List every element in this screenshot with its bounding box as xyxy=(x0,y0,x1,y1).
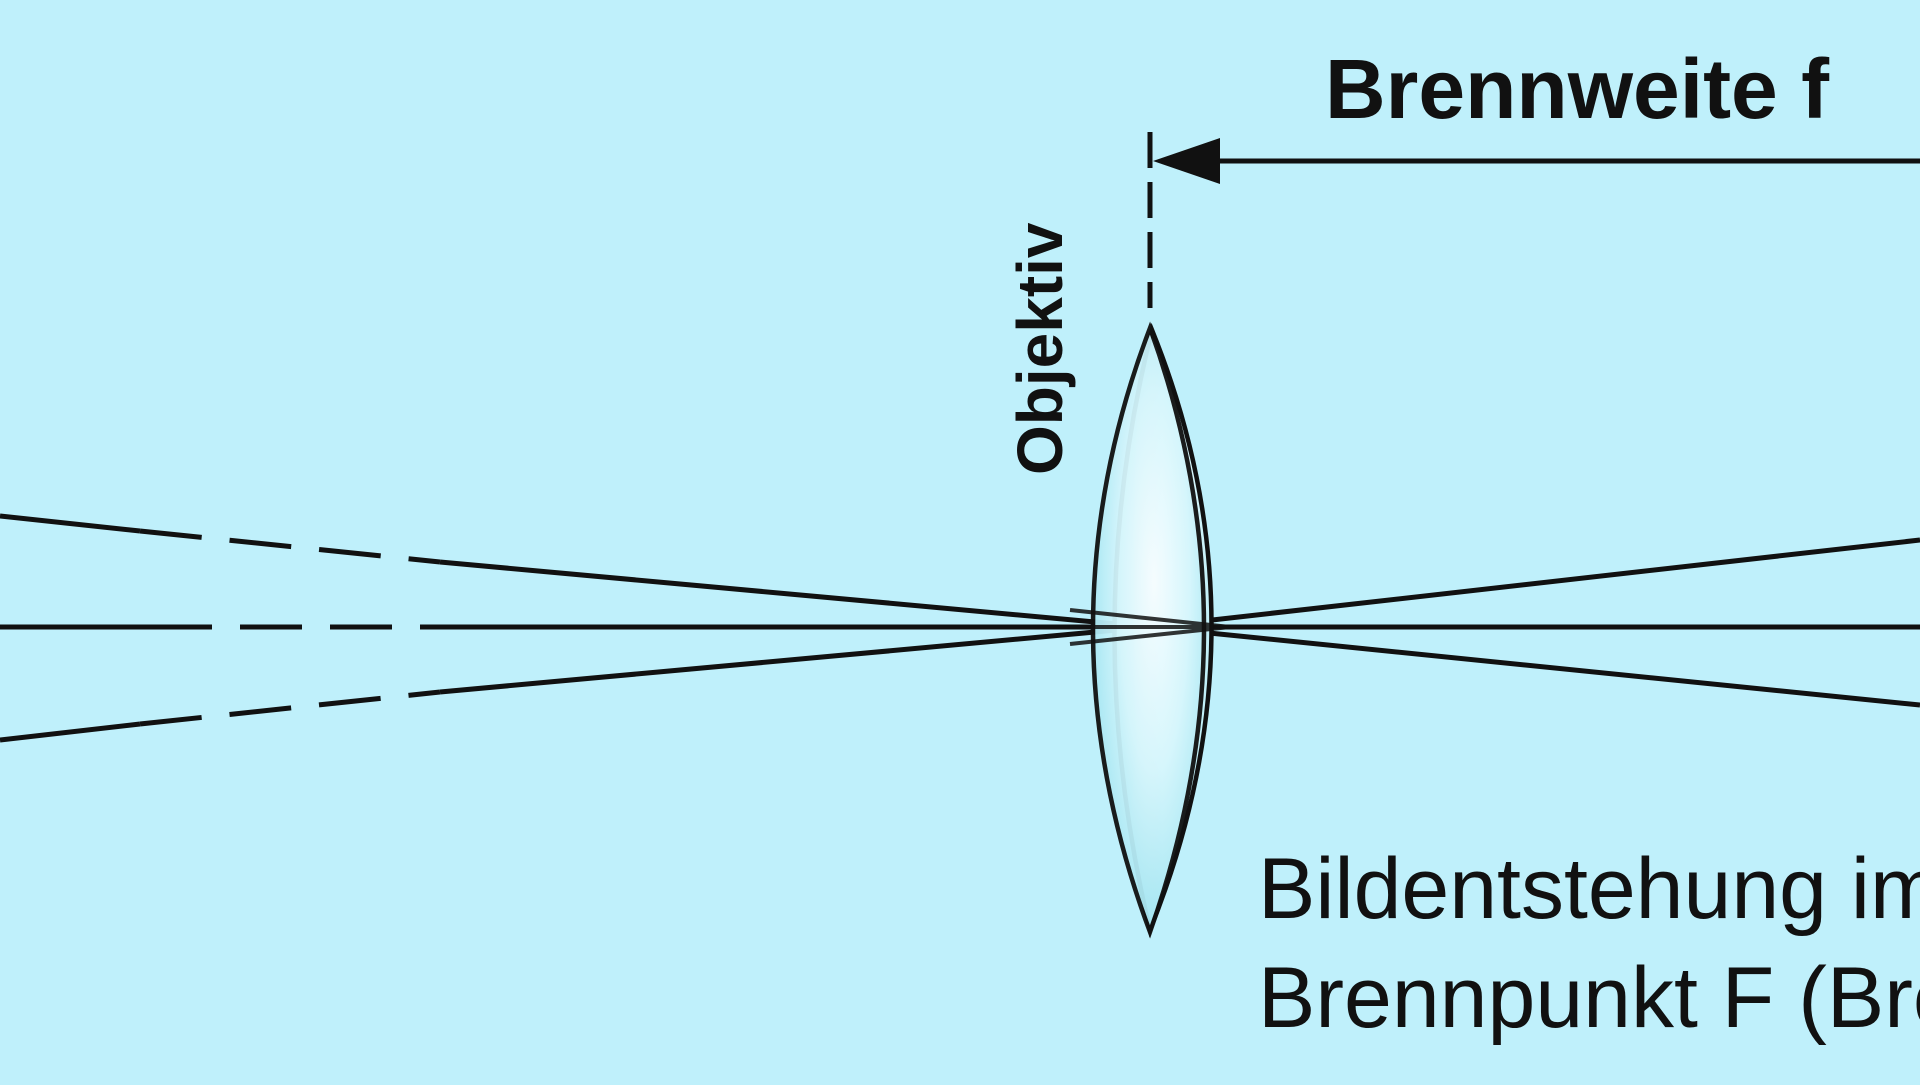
caption-line-1: Bildentstehung im xyxy=(1258,841,1920,937)
ray-lower-left-dashed xyxy=(139,689,441,727)
ray-outgoing-lower xyxy=(1149,624,1920,708)
lens-front-element xyxy=(1090,321,1207,939)
focal-length-label: Brennweite f xyxy=(1325,42,1830,136)
ray-upper-left-solid xyxy=(0,513,141,534)
ray-outgoing-upper xyxy=(1149,537,1920,630)
ray-upper-left-dashed xyxy=(139,528,441,565)
arrowhead-left-icon xyxy=(1153,138,1220,184)
ray-upper-to-lens xyxy=(439,559,1151,630)
focal-length-marker xyxy=(1147,132,1920,308)
objective-lens xyxy=(1069,321,1240,939)
light-rays xyxy=(0,513,1920,743)
ray-lower-left-solid xyxy=(0,721,141,743)
lens-label: Objektiv xyxy=(1004,222,1076,475)
caption-line-2: Brennpunkt F (Bre xyxy=(1258,950,1920,1046)
ray-lower-to-lens xyxy=(439,624,1151,695)
